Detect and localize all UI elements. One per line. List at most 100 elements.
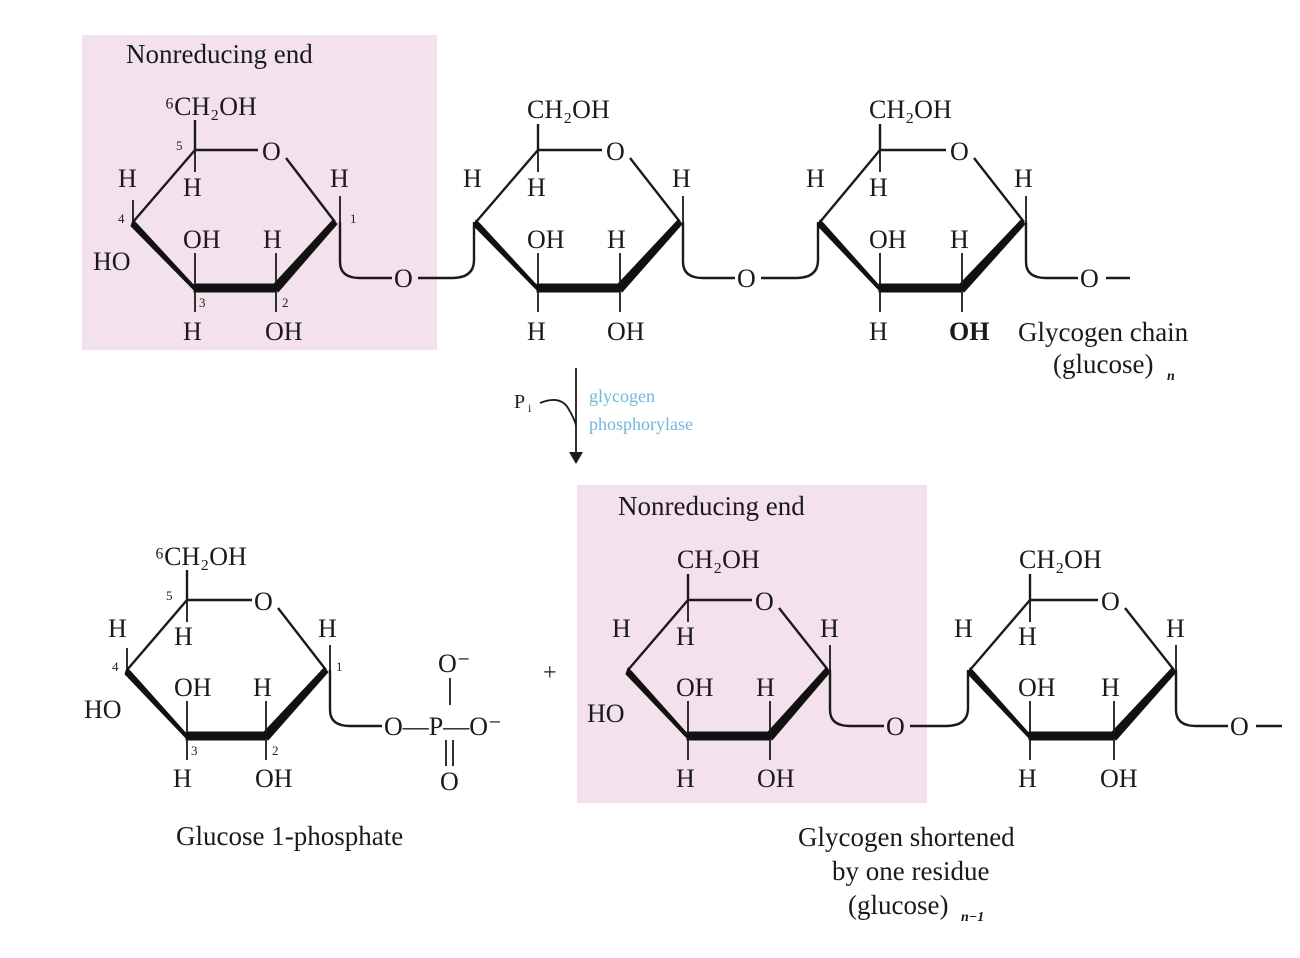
ch2oh-label: CH₂OH [869,95,952,124]
ch2oh-label: ⁶CH₂OH [165,92,257,121]
h-label: H [173,764,192,793]
h-label: H [174,622,193,651]
h-label: H [330,164,349,193]
h-label: H [463,164,482,193]
pi-label: P [514,391,525,413]
shortened-caption-line3: (glucose) [848,890,948,920]
carbon-number-2: 2 [282,295,289,310]
glycosidic-oxygen: O [886,712,905,741]
ring-oxygen: O [254,587,273,616]
enzyme-label-line2: phosphorylase [589,414,693,434]
h-label: H [183,317,202,346]
glucose-ring-top-3: CH₂OH O H H H OH H H OH [806,95,1033,346]
h-label: H [183,173,202,202]
ch2oh-label: CH₂OH [677,545,760,574]
ch2oh-label: ⁶CH₂OH [155,542,247,571]
glucose-ring-bottom-1: CH₂OH O H H H OH H HO H OH [587,545,839,793]
nonreducing-end-highlight-top [82,35,437,350]
oh-label: OH [174,673,212,702]
glucose-ring-bottom-2: CH₂OH O H H H OH H H OH [954,545,1185,793]
chain-end-bottom: O [1230,712,1249,741]
h-label: H [1018,622,1037,651]
oh-label: OH [949,317,989,346]
h-label: H [118,164,137,193]
oh-label: OH [1100,764,1138,793]
h-label: H [806,164,825,193]
h-label: H [869,173,888,202]
h-label: H [954,614,973,643]
h-label: H [1018,764,1037,793]
h-label: H [676,622,695,651]
h-label: H [527,173,546,202]
ring-oxygen: O [262,137,281,166]
oh-label: OH [607,317,645,346]
ho-label: HO [93,247,131,276]
h-label: H [1101,673,1120,702]
h-label: H [612,614,631,643]
reaction-arrow: P i glycogen phosphorylase [514,368,693,464]
chain-end-top: O [1080,264,1099,293]
carbon-number-2: 2 [272,743,279,758]
glycosidic-oxygen: O [394,264,413,293]
glycosidic-oxygen: O [737,264,756,293]
carbon-number-3: 3 [191,743,198,758]
plus-sign: + [543,660,557,686]
glucose-ring-top-1: ⁶CH₂OH O H 5 H 4 H 1 OH H HO 3 H 2 OH [93,92,357,346]
ch2oh-label: CH₂OH [1019,545,1102,574]
carbon-number-5: 5 [166,588,173,603]
subscript-n: n [1167,369,1175,384]
pi-subscript: i [528,401,532,415]
glucose-1-phosphate-ring: ⁶CH₂OH O 5 H H 4 H 1 OH H HO 3 H 2 OH [84,542,343,793]
h-label: H [1014,164,1033,193]
h-label: H [253,673,272,702]
carbon-number-5: 5 [176,138,183,153]
h-label: H [527,317,546,346]
oh-label: OH [255,764,293,793]
phosphate-group: O⁻ O—P—O⁻ O [328,649,502,796]
glucose-n-label: (glucose) [1053,349,1153,379]
carbon-number-1: 1 [336,659,343,674]
ring-oxygen: O [606,137,625,166]
oh-label: OH [183,225,221,254]
subscript-n-minus-1: n−1 [961,910,984,925]
ho-label: HO [84,695,122,724]
ho-label: HO [587,699,625,728]
o-minus-top: O⁻ [438,649,471,678]
oh-label: OH [265,317,303,346]
ring-oxygen: O [1101,587,1120,616]
nonreducing-end-highlight-bottom [577,485,927,803]
nonreducing-end-label-bottom: Nonreducing end [618,491,805,521]
ring-oxygen: O [950,137,969,166]
h-label: H [108,614,127,643]
oh-label: OH [527,225,565,254]
h-label: H [820,614,839,643]
h-label: H [756,673,775,702]
enzyme-label-line1: glycogen [589,386,655,406]
shortened-caption-line2: by one residue [832,856,989,886]
h-label: H [1166,614,1185,643]
carbon-number-3: 3 [199,295,206,310]
h-label: H [263,225,282,254]
h-label: H [672,164,691,193]
carbon-number-4: 4 [112,659,119,674]
h-label: H [950,225,969,254]
phosphate-row: O—P—O⁻ [384,712,502,741]
h-label: H [607,225,626,254]
phosphate-double-bond-o: O [440,767,459,796]
glucose-ring-top-2: CH₂OH O H H H OH H H OH [463,95,691,346]
oh-label: OH [1018,673,1056,702]
oh-label: OH [869,225,907,254]
glucose-1-phosphate-caption: Glucose 1-phosphate [176,821,403,851]
ch2oh-label: CH₂OH [527,95,610,124]
h-label: H [318,614,337,643]
glycogen-chain-label: Glycogen chain [1018,317,1189,347]
h-label: H [676,764,695,793]
shortened-caption-line1: Glycogen shortened [798,822,1015,852]
h-label: H [869,317,888,346]
oh-label: OH [757,764,795,793]
nonreducing-end-label-top: Nonreducing end [126,39,313,69]
oh-label: OH [676,673,714,702]
ring-oxygen: O [755,587,774,616]
carbon-number-4: 4 [118,211,125,226]
